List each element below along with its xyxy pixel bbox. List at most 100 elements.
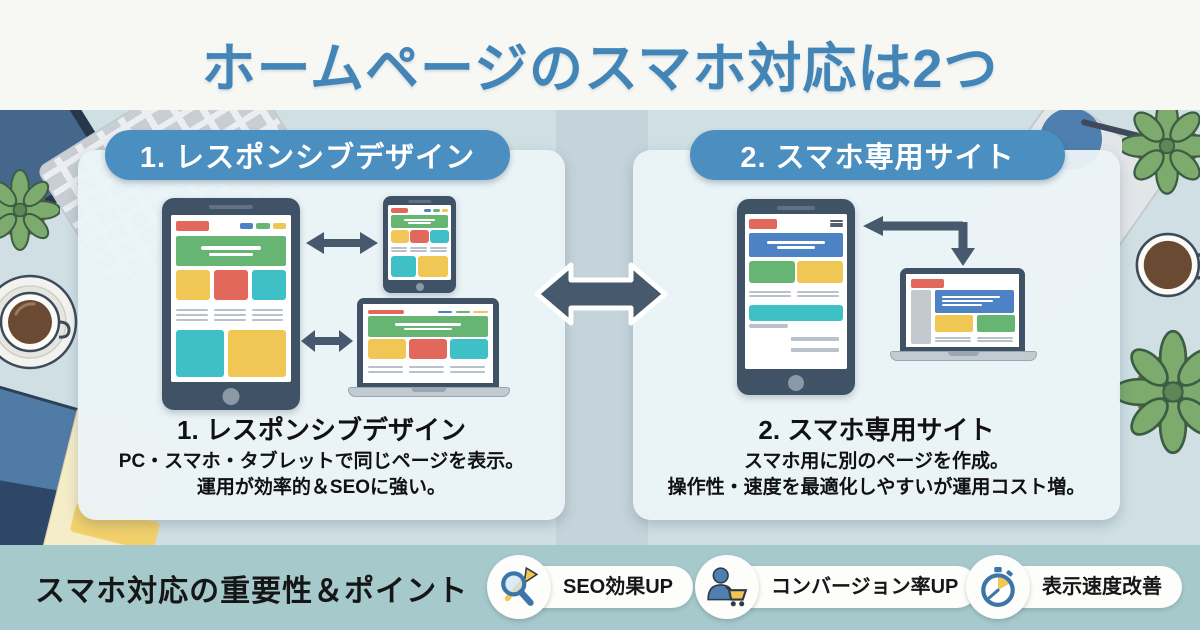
footer-badge-conversion-label: コンバージョン率UP xyxy=(725,566,979,608)
tablet-screen xyxy=(171,215,291,382)
mock-nav-item xyxy=(424,209,432,212)
potted-plant-icon xyxy=(1122,97,1200,195)
phone-screen xyxy=(745,214,847,369)
conversion-cart-icon xyxy=(695,555,759,619)
mock-hero xyxy=(935,290,1015,313)
header-band: ホームページのスマホ対応は2つ xyxy=(0,0,1200,110)
mock-logo-block xyxy=(749,219,778,229)
phone-screen xyxy=(388,205,451,280)
mock-block xyxy=(175,329,225,378)
mock-nav-item xyxy=(239,223,254,229)
footer-title: スマホ対応の重要性＆ポイント xyxy=(35,574,469,608)
sync-arrow-icon xyxy=(301,330,353,352)
mock-hero xyxy=(390,214,449,229)
laptop-screen-frame xyxy=(357,298,499,387)
mock-cards xyxy=(390,229,449,244)
mock-text-lines xyxy=(749,286,843,301)
panel-dedicated-desc1: スマホ用に別のページを作成。 xyxy=(743,451,1010,472)
mock-footer-row xyxy=(749,324,843,365)
mock-nav-item xyxy=(441,209,449,212)
potted-plant-icon xyxy=(0,169,60,251)
mock-cards xyxy=(749,260,843,283)
mock-body xyxy=(910,290,1015,344)
mock-blocks xyxy=(175,329,287,378)
panel-dedicated-header: 2. スマホ専用サイト xyxy=(690,130,1065,180)
mock-text-lines xyxy=(175,304,286,326)
mock-website xyxy=(388,205,451,280)
mock-block xyxy=(390,256,417,278)
mock-nav-item xyxy=(432,209,440,212)
mock-block xyxy=(417,256,449,278)
coffee-mug-icon xyxy=(1135,232,1200,298)
mock-nav-item xyxy=(455,310,470,314)
laptop-screen-frame xyxy=(900,268,1025,351)
footer-badge-conversion: コンバージョン率UP xyxy=(695,551,979,623)
laptop-base xyxy=(348,387,510,397)
mock-card xyxy=(410,229,429,244)
mock-cards xyxy=(175,270,287,301)
tablet-speaker xyxy=(208,205,254,209)
tablet-illustration xyxy=(162,198,300,410)
mock-logo-block xyxy=(390,208,408,213)
panel-responsive-desc2: 運用が効率的＆SEOに強い。 xyxy=(196,477,447,498)
mock-hero xyxy=(175,236,287,267)
mock-card xyxy=(409,338,447,360)
mock-text-lines xyxy=(390,245,449,255)
mock-website xyxy=(171,215,291,382)
footer-badge-speed: 表示速度改善 xyxy=(966,551,1182,623)
laptop-notch xyxy=(947,352,980,356)
mock-block xyxy=(227,329,287,378)
mock-text-lines xyxy=(368,361,488,378)
panel-responsive-desc1: PC・スマホ・タブレットで同じページを表示。 xyxy=(118,451,525,472)
redirect-arrow-icon xyxy=(863,216,975,266)
mock-card xyxy=(251,270,287,301)
panel-responsive-header: 1. レスポンシブデザイン xyxy=(105,130,510,180)
mock-nav-item xyxy=(473,310,488,314)
mock-card xyxy=(213,270,249,301)
phone-home-button xyxy=(788,375,804,391)
mock-card xyxy=(749,260,795,283)
mock-card xyxy=(390,229,409,244)
panel-responsive-title: 1. レスポンシブデザイン xyxy=(177,415,466,445)
mock-block xyxy=(749,304,843,321)
laptop-illustration xyxy=(890,268,1037,361)
mock-sidebar xyxy=(910,290,932,344)
laptop-base xyxy=(890,351,1037,361)
mock-mobile-website xyxy=(745,214,847,369)
panel-dedicated-desc2: 操作性・速度を最適化しやすいが運用コスト増。 xyxy=(667,477,1086,498)
background-strip xyxy=(556,110,648,545)
laptop-screen xyxy=(363,304,493,383)
mock-nav-item xyxy=(272,223,287,229)
mock-cards xyxy=(935,315,1015,333)
mock-cards xyxy=(368,338,488,360)
coffee-cup-icon xyxy=(0,274,78,370)
smartphone-illustration xyxy=(383,196,456,293)
footer-bar: スマホ対応の重要性＆ポイント SEO効果UP xyxy=(0,545,1200,630)
stopwatch-icon xyxy=(966,555,1030,619)
phone-speaker xyxy=(777,206,815,210)
mock-hero xyxy=(749,233,843,257)
mock-blocks xyxy=(390,256,449,278)
mock-header xyxy=(390,208,449,214)
sync-arrow-icon xyxy=(306,232,378,254)
panel-responsive-header-label: 1. レスポンシブデザイン xyxy=(139,142,476,174)
smartphone-illustration xyxy=(737,199,855,395)
mock-card xyxy=(450,338,488,360)
mock-nav-item xyxy=(256,223,270,229)
mock-desktop-website xyxy=(906,274,1019,347)
laptop-notch xyxy=(411,388,447,392)
panel-dedicated-header-label: 2. スマホ専用サイト xyxy=(740,142,1015,174)
mock-website xyxy=(363,304,493,383)
mock-header xyxy=(910,278,1015,288)
mock-card xyxy=(175,270,211,301)
laptop-screen xyxy=(906,274,1019,347)
panel-dedicated: 2. スマホ専用サイト xyxy=(633,130,1120,520)
mock-nav-item xyxy=(437,310,452,314)
panel-dedicated-title: 2. スマホ専用サイト xyxy=(758,415,995,445)
page-title: ホームページのスマホ対応は2つ xyxy=(201,39,999,99)
mock-logo-block xyxy=(175,221,209,232)
potted-plant-icon xyxy=(1118,329,1200,455)
laptop-illustration xyxy=(348,298,510,397)
mock-block xyxy=(749,324,789,329)
